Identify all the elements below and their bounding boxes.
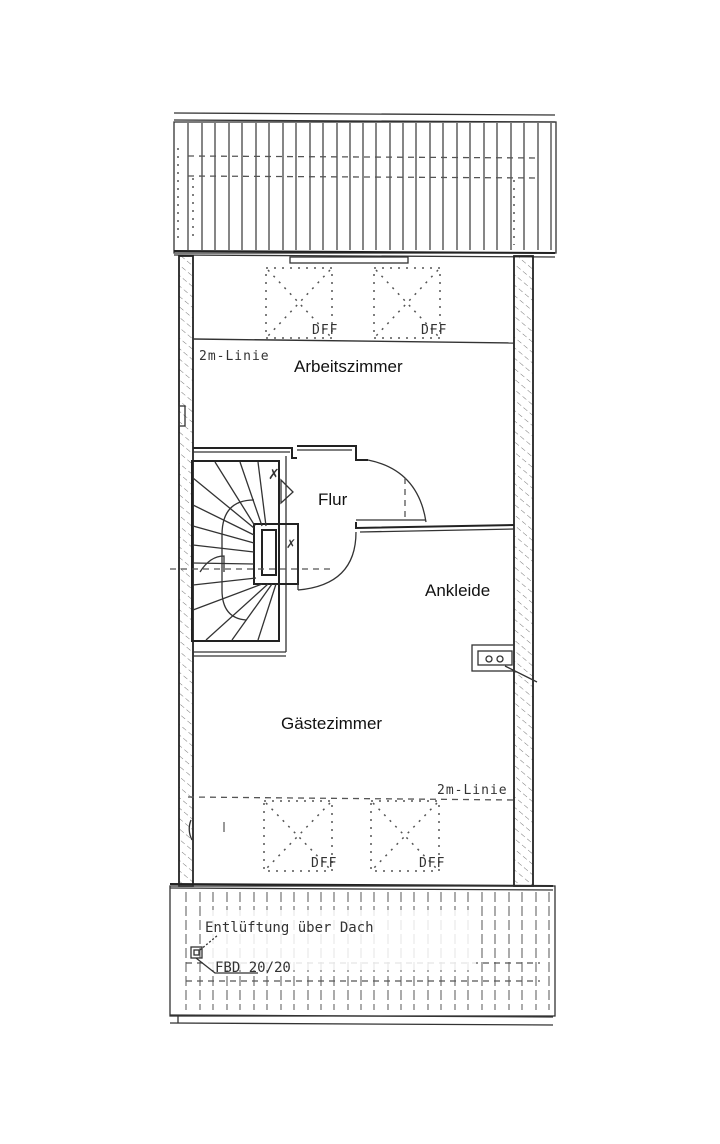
skylight-frame-top bbox=[289, 256, 409, 264]
ankleide-room: Ankleide bbox=[425, 581, 538, 683]
dff-label-top-left: DFF bbox=[312, 323, 338, 338]
dff-label-bottom-right: DFF bbox=[419, 856, 445, 871]
stairwell: ✗ ✗ bbox=[170, 447, 330, 657]
roof-window-top-left bbox=[265, 267, 333, 339]
door-swing-flur-down bbox=[297, 531, 357, 591]
two-meter-line-label-top: 2m-Linie bbox=[199, 349, 270, 364]
stair-arrow-icon bbox=[199, 555, 225, 573]
room-label-gaestezimmer: Gästezimmer bbox=[281, 714, 382, 733]
two-meter-line-label-bottom: 2m-Linie bbox=[437, 783, 508, 798]
smoke-detector-icon: ✗ bbox=[268, 468, 280, 483]
vent-duct-icon bbox=[190, 934, 258, 974]
fbd-label: FBD 20/20 bbox=[215, 960, 291, 976]
door-swing-flur-right bbox=[367, 459, 427, 523]
ventilation-label: Entlüftung über Dach bbox=[205, 920, 374, 936]
stair-treads bbox=[192, 461, 277, 641]
room-label-flur: Flur bbox=[318, 490, 348, 509]
smoke-detector-icon-2: ✗ bbox=[286, 537, 296, 551]
bottom-roof-section: Entlüftung über Dach FBD 20/20 bbox=[169, 883, 556, 1026]
top-roof-section bbox=[173, 112, 557, 264]
arbeitszimmer-room: DFF DFF 2m-Linie Arbeitszimmer bbox=[178, 267, 515, 427]
room-label-arbeitszimmer: Arbeitszimmer bbox=[294, 357, 403, 376]
two-meter-line-top bbox=[192, 338, 515, 344]
dff-label-bottom-left: DFF bbox=[311, 856, 337, 871]
dff-label-top-right: DFF bbox=[421, 323, 447, 338]
radiator-icon bbox=[471, 644, 538, 683]
roof-window-bottom-right bbox=[370, 800, 440, 872]
roof-slats-top bbox=[187, 123, 552, 250]
room-label-ankleide: Ankleide bbox=[425, 581, 490, 600]
roof-window-bottom-left bbox=[263, 800, 333, 872]
roof-window-top-right bbox=[373, 267, 441, 339]
flur-room: Flur bbox=[297, 445, 515, 591]
triangle-symbol-icon bbox=[280, 478, 294, 505]
gaestezimmer-room: Gästezimmer 2m-Linie DFF DFF bbox=[187, 714, 515, 880]
